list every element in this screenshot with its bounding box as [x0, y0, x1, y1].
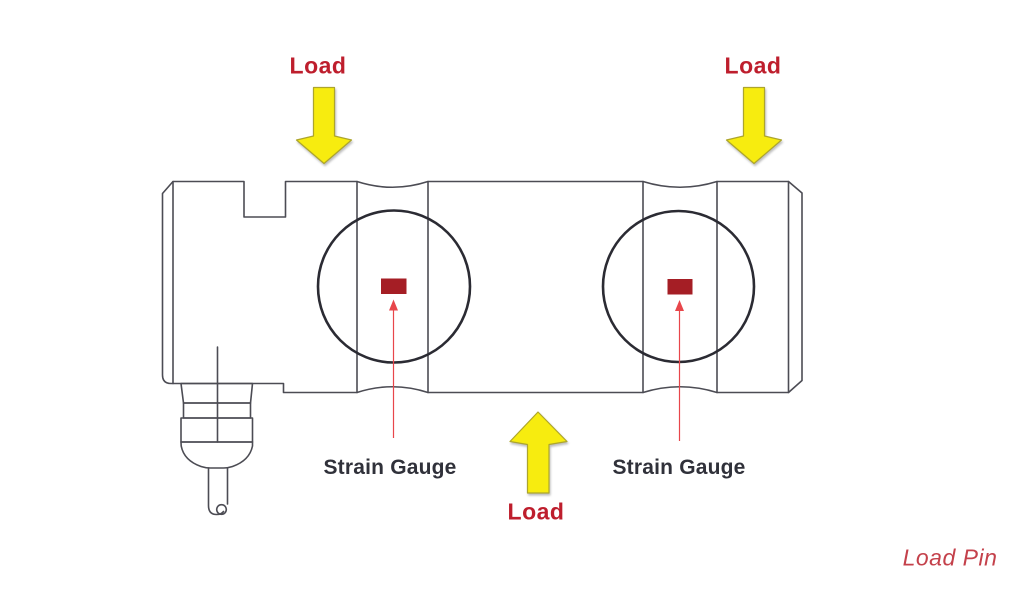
strain-gauge-label-left: Strain Gauge: [323, 456, 457, 479]
cable-left-edge: [207, 467, 225, 516]
diagram-caption: Load Pin: [902, 544, 998, 571]
load-pin-outline: [161, 180, 803, 516]
cable: [207, 467, 229, 516]
load-label-bottom: Load: [507, 498, 565, 525]
load-arrow-up-icon: [509, 411, 568, 494]
load-arrows: [295, 86, 783, 494]
strain-gauge-label-right: Strain Gauge: [612, 456, 746, 479]
strain-gauge-pointers: [389, 299, 684, 441]
load-arrow-down-right-icon: [725, 86, 783, 165]
load-arrow-down-left-icon: [295, 86, 353, 165]
pointer-arrowhead-left-icon: [389, 299, 398, 311]
cable-gland: [180, 382, 254, 469]
cable-end-curl: [215, 503, 228, 516]
pointer-lines: [392, 309, 681, 441]
strain-gauge-chips: [381, 278, 693, 295]
pin-body-silhouette: [161, 180, 803, 394]
load-arrow-shapes: [295, 86, 783, 494]
pointer-heads: [389, 299, 684, 311]
load-label-top-right: Load: [724, 52, 782, 79]
pointer-arrowhead-right-icon: [675, 300, 684, 311]
gland-bell: [180, 441, 254, 469]
strain-gauge-chip-left: [381, 278, 407, 294]
strain-gauge-chip-right: [667, 279, 693, 295]
load-label-top-left: Load: [289, 52, 347, 79]
gauge-zone-circle-right: [601, 209, 756, 364]
